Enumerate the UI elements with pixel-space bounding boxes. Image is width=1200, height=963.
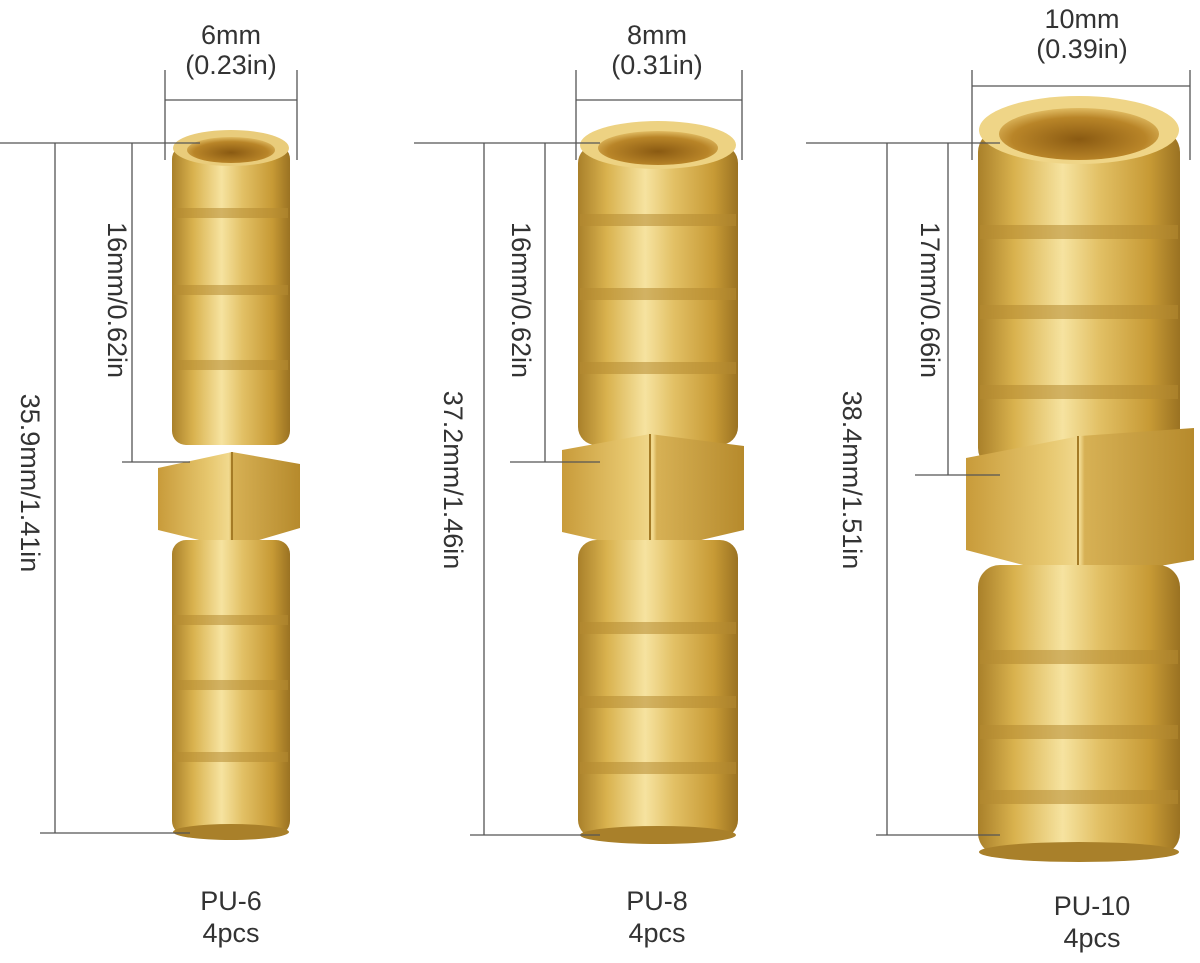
diameter-mm-pu-6: 6mm — [201, 20, 261, 50]
diameter-label-pu-6: 6mm (0.23in) — [161, 20, 301, 80]
quantity-pu-8: 4pcs — [628, 918, 686, 948]
diameter-in-pu-8: (0.31in) — [611, 50, 703, 80]
diameter-in-pu-10: (0.39in) — [1036, 34, 1128, 64]
caption-pu-10: PU-10 4pcs — [1022, 890, 1162, 954]
quantity-pu-6: 4pcs — [202, 918, 260, 948]
total-length-pu-8: 37.2mm/1.46in — [438, 390, 468, 570]
model-pu-6: PU-6 — [200, 886, 262, 916]
fitting-pu-6 — [158, 130, 300, 840]
caption-pu-6: PU-6 4pcs — [161, 885, 301, 949]
diameter-in-pu-6: (0.23in) — [185, 50, 277, 80]
barb-length-pu-10: 17mm/0.66in — [915, 221, 945, 379]
total-length-pu-6: 35.9mm/1.41in — [15, 393, 45, 573]
diameter-label-pu-8: 8mm (0.31in) — [587, 20, 727, 80]
model-pu-8: PU-8 — [626, 886, 688, 916]
barb-length-pu-6: 16mm/0.62in — [102, 221, 132, 379]
diameter-mm-pu-10: 10mm — [1044, 4, 1120, 34]
dimension-lines — [0, 70, 1191, 836]
diameter-label-pu-10: 10mm (0.39in) — [1012, 4, 1152, 64]
fitting-pu-8 — [562, 121, 744, 844]
fitting-pu-10 — [966, 96, 1194, 862]
total-length-pu-10: 38.4mm/1.51in — [837, 390, 867, 570]
diameter-mm-pu-8: 8mm — [627, 20, 687, 50]
model-pu-10: PU-10 — [1053, 891, 1131, 921]
caption-pu-8: PU-8 4pcs — [587, 885, 727, 949]
barb-length-pu-8: 16mm/0.62in — [506, 221, 536, 379]
quantity-pu-10: 4pcs — [1063, 923, 1121, 953]
